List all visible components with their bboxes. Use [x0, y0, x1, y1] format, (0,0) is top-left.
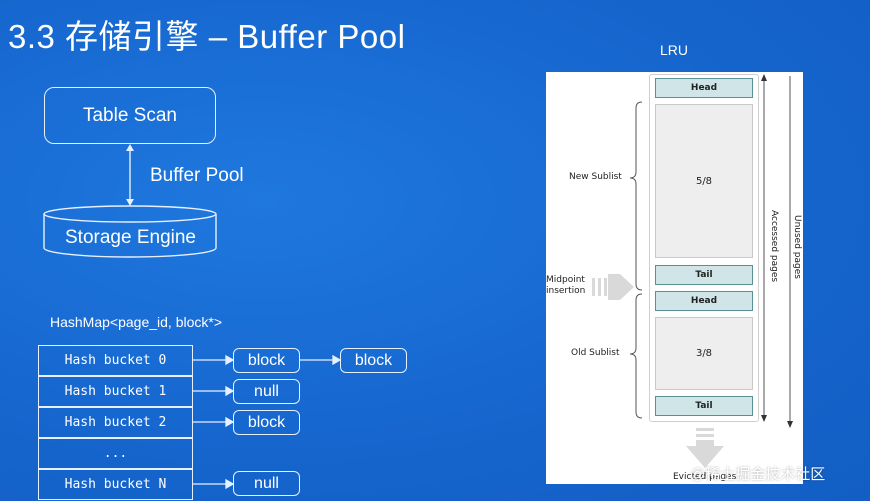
- lru-annotations: [592, 74, 793, 468]
- hash-bucket-n: Hash bucket N: [38, 469, 193, 500]
- block-node: block: [233, 348, 300, 373]
- bucket-label: ...: [103, 446, 128, 461]
- bucket-label: Hash bucket 2: [64, 415, 167, 430]
- null-node: null: [233, 471, 300, 496]
- watermark-text: @稀土掘金技术社区: [690, 466, 826, 483]
- new-sublist-block: 5/8: [655, 104, 753, 258]
- accessed-pages-label: Accessed pages: [769, 210, 779, 283]
- block-node: block: [340, 348, 407, 373]
- node-label: null: [254, 382, 279, 400]
- node-label: block: [247, 413, 286, 431]
- hash-bucket-1: Hash bucket 1: [38, 376, 193, 407]
- cell-label: Head: [690, 83, 718, 93]
- unused-pages-label: Unused pages: [792, 215, 802, 279]
- hash-bucket-0: Hash bucket 0: [38, 345, 193, 376]
- lru-diagram: Head 5/8 Tail Head 3/8 Tail: [546, 72, 803, 484]
- new-sublist-label: New Sublist: [569, 172, 622, 182]
- storage-engine-cylinder: [43, 205, 217, 258]
- cell-label: Tail: [695, 270, 713, 280]
- new-tail-cell: Tail: [655, 265, 753, 285]
- lru-list-frame: [649, 74, 759, 422]
- node-label: block: [354, 351, 393, 369]
- bucket-label: Hash bucket 1: [64, 384, 167, 399]
- new-head-cell: Head: [655, 78, 753, 98]
- table-scan-box: Table Scan: [44, 87, 216, 144]
- buffer-pool-label: Buffer Pool: [150, 165, 244, 186]
- bucket-label: Hash bucket 0: [64, 353, 167, 368]
- ratio-label: 5/8: [695, 175, 713, 187]
- old-tail-cell: Tail: [655, 396, 753, 416]
- old-sublist-label: Old Sublist: [571, 348, 620, 358]
- evicted-pages-label: Evicted pages: [673, 472, 737, 482]
- old-sublist-block: 3/8: [655, 317, 753, 390]
- cell-label: Head: [690, 296, 718, 306]
- node-label: block: [247, 351, 286, 369]
- node-label: null: [254, 474, 279, 492]
- page-title: 3.3 存储引擎 – Buffer Pool: [8, 18, 406, 55]
- bucket-label: Hash bucket N: [64, 477, 167, 492]
- bidirectional-arrow: [126, 144, 134, 206]
- cell-label: Tail: [695, 401, 713, 411]
- table-scan-label: Table Scan: [82, 104, 177, 126]
- storage-engine-label: Storage Engine: [65, 227, 196, 248]
- old-head-cell: Head: [655, 291, 753, 311]
- lru-label: LRU: [660, 42, 689, 58]
- ratio-label: 3/8: [695, 348, 713, 359]
- hashmap-label: HashMap<page_id, block*>: [50, 314, 223, 330]
- hash-bucket-2: Hash bucket 2: [38, 407, 193, 438]
- hash-bucket-ellipsis: ...: [38, 438, 193, 469]
- block-node: block: [233, 410, 300, 435]
- null-node: null: [233, 379, 300, 404]
- midpoint-insertion-label: Midpoint insertion: [546, 275, 586, 296]
